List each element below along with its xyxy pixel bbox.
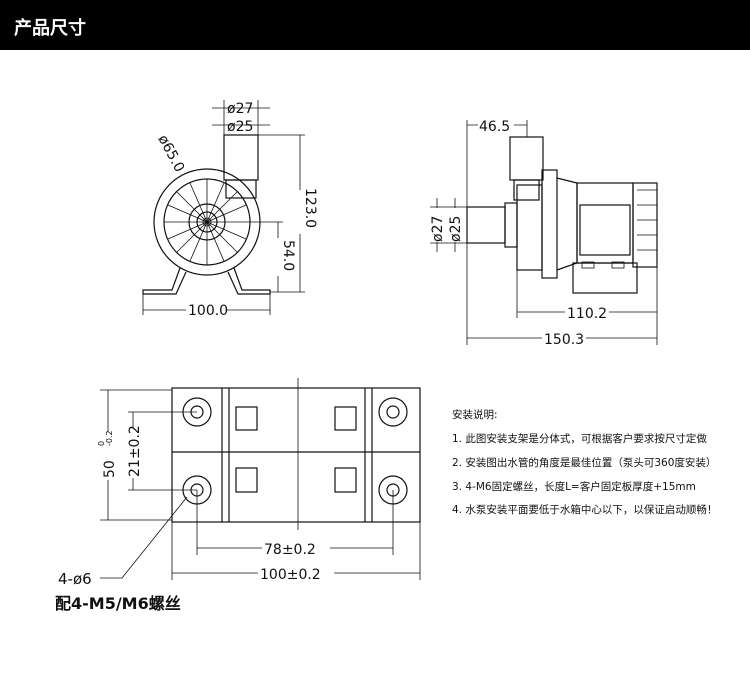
outlet-offset-dim: 46.5: [479, 119, 510, 135]
base-width-dim: 100.0: [188, 303, 228, 319]
front-outlet-outer-dim: ø27: [227, 101, 253, 117]
body-diameter-dim: ø65.0: [154, 132, 187, 175]
note-item: 4. 水泵安装平面要低于水箱中心以下，以保证启动顺畅！: [452, 503, 717, 516]
total-length-dim: 150.3: [544, 332, 584, 348]
bracket-view: 50 0 -0.2 21±0.2 78±0.2 100±0.2 4-ø6 配4-…: [55, 378, 421, 613]
hole-count-label: 4-ø6: [58, 570, 92, 588]
center-height-dim: 54.0: [280, 240, 296, 271]
bracket-height-tol-upper: 0: [97, 441, 106, 446]
screw-label: 配4-M5/M6螺丝: [55, 594, 181, 613]
bracket-height-tol-lower: -0.2: [105, 430, 114, 446]
page-title: 产品尺寸: [14, 18, 86, 39]
note-item: 2. 安装图出水管的角度是最佳位置（泵头可360度安装）: [452, 456, 716, 469]
note-item: 3. 4-M6固定螺丝，长度L=客户固定板厚度+15mm: [452, 480, 696, 493]
notes-title: 安装说明:: [452, 408, 498, 421]
header-bar: 产品尺寸: [0, 0, 750, 50]
bracket-width-dim: 100±0.2: [260, 567, 321, 583]
inlet-outer-dim: ø27: [430, 216, 446, 242]
side-view: 46.5 ø27 ø25 110.2 150.3: [430, 118, 658, 348]
installation-notes: 安装说明: 1. 此图安装支架是分体式，可根据客户要求按尺寸定做 2. 安装图出…: [452, 408, 717, 516]
total-height-dim: 123.0: [302, 188, 318, 228]
front-outlet-inner-dim: ø25: [227, 119, 253, 135]
hole-spacing-vertical-dim: 21±0.2: [127, 425, 143, 477]
front-view: ø27 ø25 ø65.0 123.0 54.0 100.0: [142, 100, 318, 319]
hole-spacing-horizontal-dim: 78±0.2: [264, 542, 316, 558]
note-item: 1. 此图安装支架是分体式，可根据客户要求按尺寸定做: [452, 432, 707, 445]
inlet-inner-dim: ø25: [448, 216, 464, 242]
motor-length-dim: 110.2: [567, 306, 607, 322]
bracket-height-dim: 50: [102, 460, 118, 478]
